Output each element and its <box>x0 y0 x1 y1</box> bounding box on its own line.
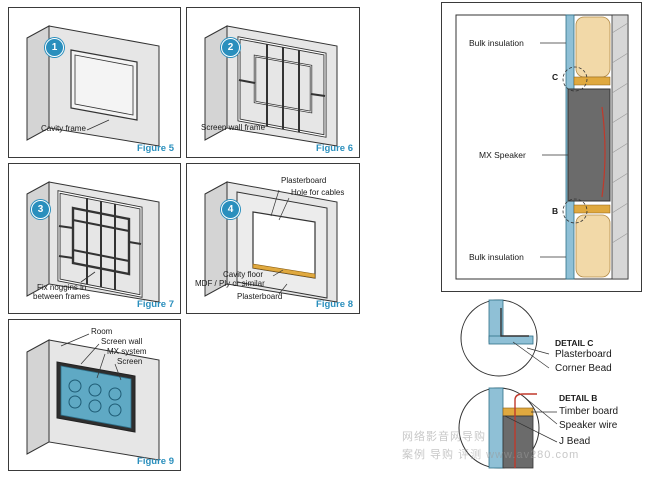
details-panel: DETAIL C Plasterboard Corner Bead DETAIL… <box>453 296 633 478</box>
cavity-floor-label: Cavity floor <box>223 270 264 279</box>
figure-8-drawing <box>204 181 338 303</box>
section-view-panel: Bulk insulation MX Speaker Bulk insulati… <box>441 2 642 292</box>
figure-5-caption: Figure 5 <box>137 143 174 154</box>
screen-wall-frame-label: Screen wall frame <box>201 123 266 132</box>
figure-5-drawing <box>26 25 160 147</box>
figure-6-caption: Figure 6 <box>316 143 353 154</box>
figure-9-caption: Figure 9 <box>137 456 174 467</box>
figure-8-panel: 4 Plasterboard Hole for cables Cavity fl… <box>186 163 360 314</box>
figure-7-panel: 3 Fix noggins in between frames Figure 7 <box>8 163 181 314</box>
figure-5-panel: 1 Cavity frame Figure 5 <box>8 7 181 158</box>
hole-for-cables-label: Hole for cables <box>291 188 345 197</box>
watermark-line-1: 网络影音网导购 <box>402 431 486 443</box>
figure-9-panel: Room Screen wall MX system Screen Figure… <box>8 319 181 471</box>
detail-c-marker: C <box>552 72 559 82</box>
figure-8-caption: Figure 8 <box>316 299 353 310</box>
step-4-badge: 4 <box>221 200 240 219</box>
detail-c-corner-bead-label: Corner Bead <box>555 363 612 374</box>
figure-6-panel: 2 Screen wall frame Figure 6 <box>186 7 360 158</box>
plasterboard-top-label: Plasterboard <box>281 176 327 185</box>
detail-c-title: DETAIL C <box>555 338 594 348</box>
noggins-label-line-2: between frames <box>33 292 90 301</box>
cavity-frame-label: Cavity frame <box>41 124 86 133</box>
bulk-insulation-top-label: Bulk insulation <box>469 38 524 48</box>
detail-b-marker: B <box>552 206 559 216</box>
screen-label: Screen <box>117 357 143 366</box>
room-label: Room <box>91 327 113 336</box>
figure-7-caption: Figure 7 <box>137 299 174 310</box>
bulk-insulation-bottom-label: Bulk insulation <box>469 252 524 262</box>
step-2-badge: 2 <box>221 38 240 57</box>
mx-speaker-label: MX Speaker <box>479 150 526 160</box>
figure-6-drawing <box>204 25 338 147</box>
screen-wall-label: Screen wall <box>101 337 143 346</box>
detail-b-timber-board-label: Timber board <box>559 406 619 417</box>
details-drawing <box>458 299 558 469</box>
detail-b-title: DETAIL B <box>559 393 598 403</box>
noggins-label-line-1: Fix noggins in <box>37 283 87 292</box>
step-1-badge: 1 <box>45 38 64 57</box>
step-3-badge: 3 <box>31 200 50 219</box>
detail-b-speaker-wire-label: Speaker wire <box>559 420 618 431</box>
section-view-drawing <box>455 14 629 280</box>
detail-c-plasterboard-label: Plasterboard <box>555 349 612 360</box>
detail-b-j-bead-label: J Bead <box>559 436 591 447</box>
watermark-line-2: 案例 导购 评测 www.av280.com <box>402 449 580 461</box>
plasterboard-bottom-label: Plasterboard <box>237 292 283 301</box>
mdf-ply-label: MDF / Ply or similar <box>195 279 265 288</box>
figure-9-drawing <box>26 333 160 461</box>
mx-system-label: MX system <box>107 347 147 356</box>
